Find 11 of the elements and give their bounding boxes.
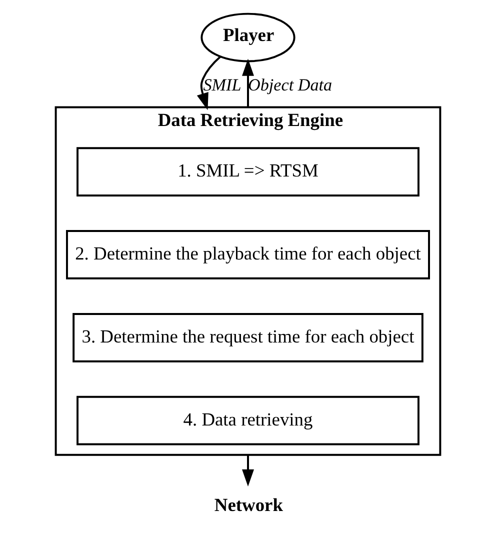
node-box: 3. Determine the request time for each object	[72, 312, 424, 362]
arrow	[242, 58, 254, 108]
node-box: 2. Determine the playback time for each object	[66, 230, 430, 280]
arrow	[196, 56, 221, 110]
edge-label: Object Data	[248, 76, 332, 95]
node-box: 4. Data retrieving	[76, 396, 420, 446]
node-text: Network	[214, 495, 283, 516]
node-ellipse: Player	[200, 12, 296, 62]
arrow	[242, 454, 254, 487]
node-box: 1. SMIL => RTSM	[76, 147, 420, 196]
edge-label: SMIL	[203, 76, 242, 95]
